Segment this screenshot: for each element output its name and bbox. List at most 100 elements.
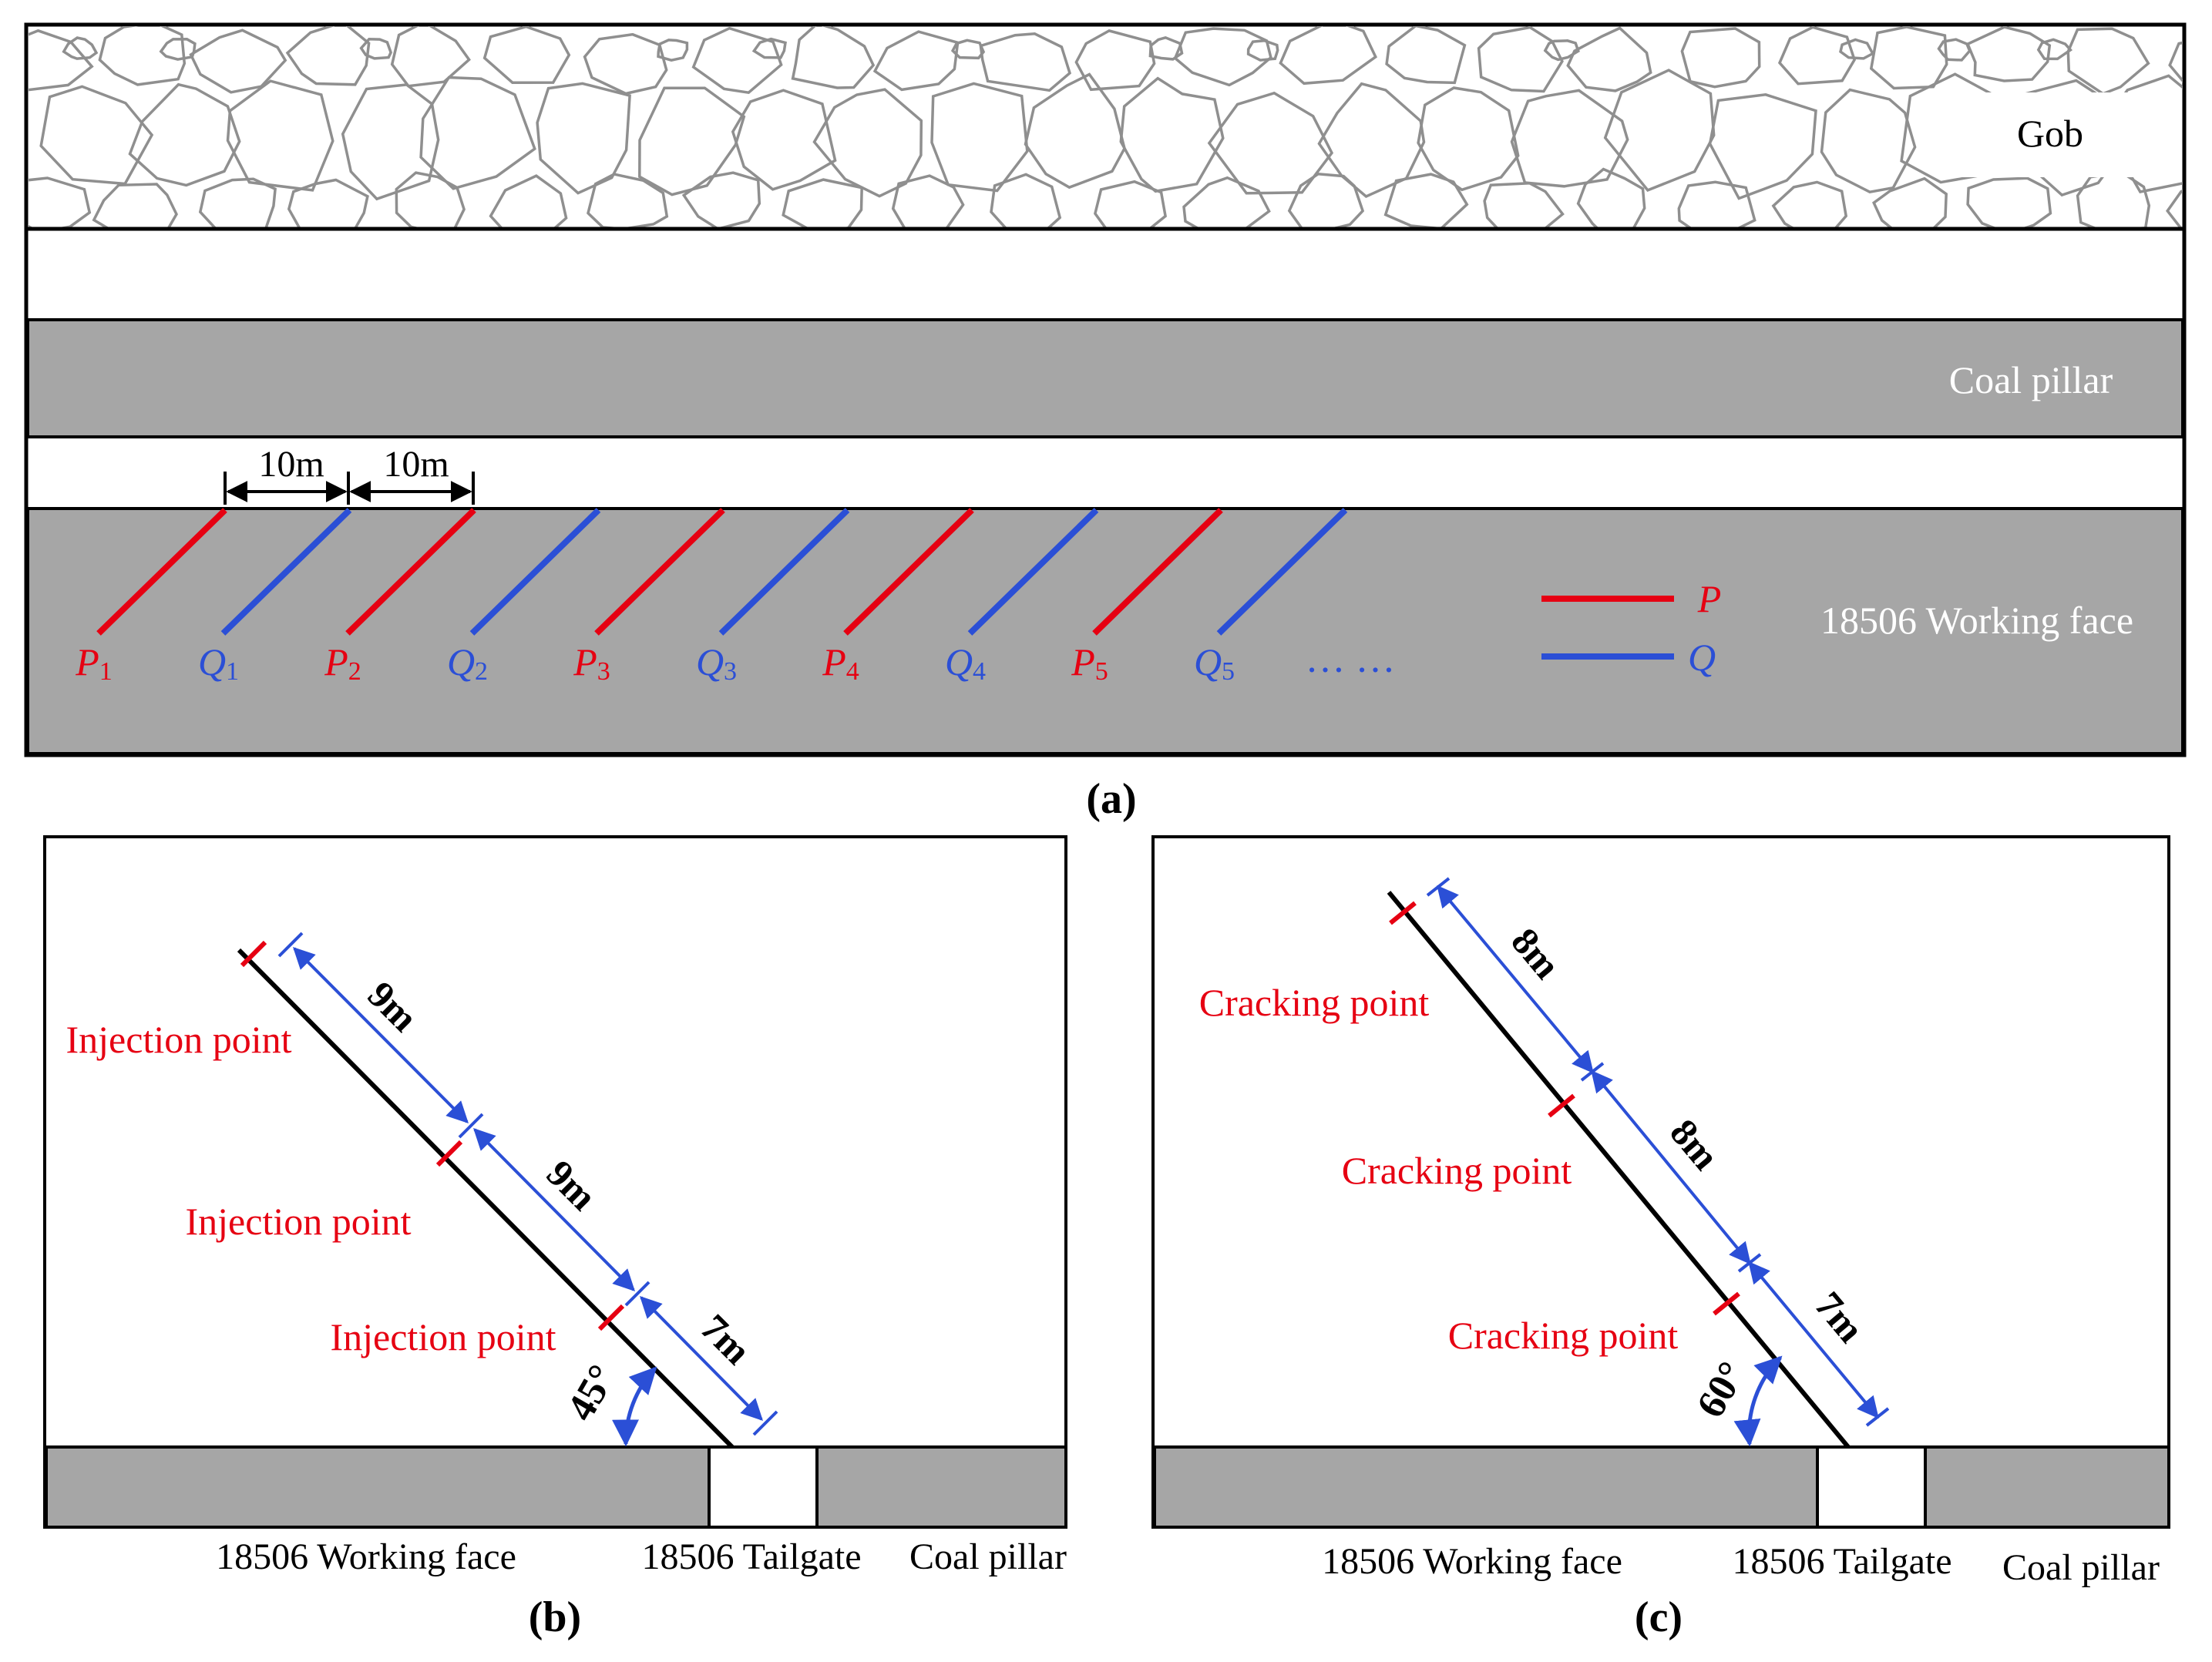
cracking-point-label: Cracking point bbox=[1342, 1149, 1572, 1192]
rock-shape bbox=[1966, 176, 2052, 228]
injection-mark bbox=[597, 1304, 625, 1331]
rock-shape bbox=[1680, 27, 1761, 89]
borehole-label: Q5 bbox=[1194, 640, 1235, 686]
dim-end-tick bbox=[458, 1113, 484, 1139]
dimension-chain bbox=[277, 932, 778, 1436]
borehole-q1 bbox=[220, 508, 352, 636]
borehole-p2 bbox=[345, 508, 476, 636]
rock-shape bbox=[1246, 39, 1279, 62]
rock-shape bbox=[419, 76, 536, 190]
cracking-mark bbox=[1389, 901, 1417, 925]
rock-shape bbox=[1182, 176, 1271, 228]
legend-label-q: Q bbox=[1688, 636, 1716, 679]
rock-shape bbox=[1417, 86, 1520, 192]
rock-shape bbox=[2205, 86, 2212, 192]
borehole-q4 bbox=[967, 508, 1099, 636]
rock-shape bbox=[390, 26, 471, 88]
angle-arc bbox=[612, 1366, 657, 1447]
cracking-point-label: Cracking point bbox=[1199, 981, 1430, 1024]
rock-shape bbox=[1603, 69, 1716, 193]
injection-point-label: Injection point bbox=[331, 1315, 556, 1358]
rock-shape bbox=[812, 88, 923, 198]
rock-shape bbox=[62, 36, 99, 60]
borehole-q2 bbox=[469, 508, 601, 636]
rock-shape bbox=[1074, 29, 1156, 92]
dim-arrow-7m bbox=[640, 1296, 763, 1421]
rock-shape bbox=[341, 83, 440, 201]
rock-shape bbox=[1965, 26, 2052, 82]
injection-mark bbox=[240, 940, 267, 968]
rock-shape bbox=[751, 37, 787, 59]
spacing-label-1: 10m bbox=[258, 444, 324, 485]
rock-shape bbox=[681, 171, 761, 228]
caption-c: (c) bbox=[1635, 1593, 1683, 1641]
borehole-p1 bbox=[96, 508, 227, 636]
coal-pillar-band bbox=[26, 318, 2184, 438]
cracking-point-label: Cracking point bbox=[1448, 1314, 1679, 1357]
working-face-label: 18506 Working face bbox=[1820, 599, 2133, 642]
coal-pillar-block bbox=[1924, 1445, 2170, 1529]
coal-pillar-label: Coal pillar bbox=[909, 1536, 1067, 1577]
borehole-label: P1 bbox=[75, 640, 113, 686]
rock-shape bbox=[1839, 38, 1875, 60]
working-face-band bbox=[26, 507, 2184, 755]
rock-shape bbox=[1576, 167, 1646, 228]
rock-shape bbox=[98, 26, 187, 86]
tailgate-label: 18506 Tailgate bbox=[641, 1536, 861, 1577]
borehole-label: Q2 bbox=[447, 640, 488, 686]
gob-label-box bbox=[1946, 92, 2154, 177]
rock-shape bbox=[1771, 180, 1848, 228]
rock-shape bbox=[1483, 182, 1565, 228]
rock-shape bbox=[791, 26, 876, 89]
injection-mark bbox=[435, 1140, 463, 1167]
rock-shape bbox=[536, 82, 631, 195]
rock-shape bbox=[2168, 41, 2183, 83]
working-face-block bbox=[45, 1445, 711, 1529]
spacing-dimension: 10m 10m bbox=[224, 444, 475, 505]
legend: P Q bbox=[1541, 577, 1721, 679]
panel-b: 9m 9m 7m Injection point Injection point… bbox=[43, 835, 1067, 1577]
borehole-label: Q1 bbox=[198, 640, 239, 686]
rock-shape bbox=[1279, 26, 1378, 86]
rock-shape bbox=[287, 178, 369, 228]
panel-c-frame bbox=[1151, 835, 2170, 1529]
rock-shape bbox=[1383, 173, 1469, 228]
rock-shape bbox=[930, 82, 1029, 193]
borehole-q5 bbox=[1216, 508, 1348, 636]
rock-shape bbox=[2066, 27, 2150, 96]
rock-shape bbox=[1094, 180, 1168, 228]
working-face-label: 18506 Working face bbox=[1322, 1541, 1622, 1582]
legend-label-p: P bbox=[1697, 577, 1722, 620]
coal-pillar-label: Coal pillar bbox=[2002, 1547, 2160, 1588]
borehole-label: Q3 bbox=[696, 640, 737, 686]
borehole-label: Q4 bbox=[945, 640, 986, 686]
rock-shape bbox=[395, 171, 466, 228]
rock-shape bbox=[198, 177, 277, 228]
rock-shape bbox=[128, 82, 241, 187]
coal-pillar-label: Coal pillar bbox=[1949, 358, 2113, 401]
dim-arrow-8m bbox=[1437, 885, 1594, 1074]
dimension-chain bbox=[1426, 877, 1890, 1427]
tailgate-opening bbox=[1816, 1445, 1927, 1529]
rock-shape bbox=[39, 85, 154, 186]
rock-shape bbox=[285, 26, 371, 86]
dim-arrow-8m bbox=[1591, 1069, 1751, 1265]
rock-shape bbox=[1207, 91, 1334, 195]
borehole-p5 bbox=[1092, 508, 1223, 636]
rock-shape bbox=[482, 26, 571, 84]
caption-b: (b) bbox=[529, 1593, 581, 1641]
rock-shape bbox=[92, 183, 178, 228]
tailgate-label: 18506 Tailgate bbox=[1732, 1541, 1951, 1582]
rock-shape bbox=[1477, 26, 1564, 93]
rock-shape bbox=[159, 38, 197, 61]
dim-end-tick bbox=[752, 1410, 778, 1436]
rock-shape bbox=[1148, 35, 1184, 61]
cracking-mark bbox=[1548, 1093, 1575, 1118]
rock-shape bbox=[1543, 39, 1580, 62]
borehole-label: P2 bbox=[324, 640, 361, 686]
caption-a: (a) bbox=[1086, 775, 1136, 823]
rock-shape bbox=[1872, 176, 1948, 228]
panel-a: Gob Coal pillar 18506 Working face 10m 1… bbox=[24, 22, 2212, 757]
borehole-p4 bbox=[843, 508, 974, 636]
rock-shape bbox=[979, 32, 1072, 92]
